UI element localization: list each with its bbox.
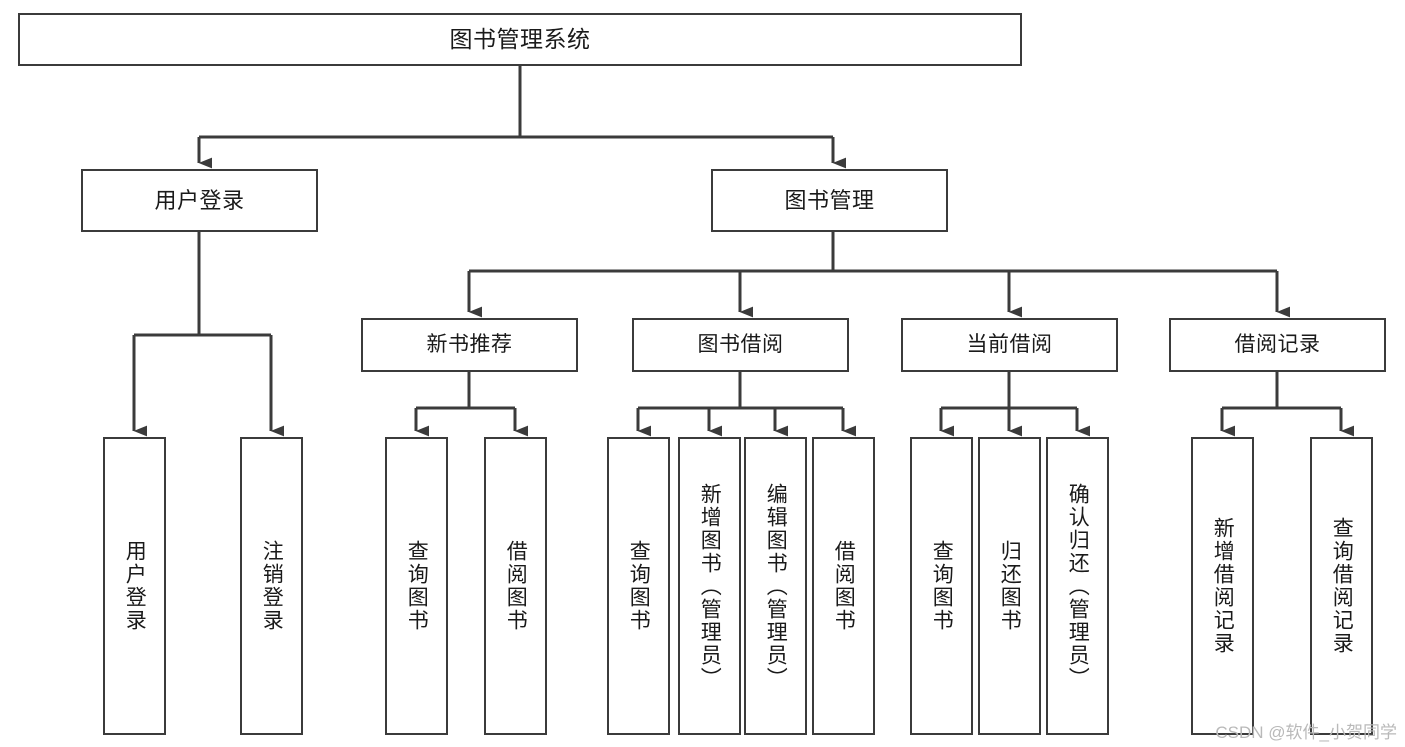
node-label: 用户登录 — [123, 540, 147, 632]
leaf-borrow-add-book-admin[interactable]: 新增图书（管理员） — [678, 437, 741, 735]
leaf-borrow-borrow-book[interactable]: 借阅图书 — [812, 437, 875, 735]
node-label: 图书管理 — [784, 187, 875, 213]
node-label: 查询图书 — [627, 540, 651, 632]
node-book-management[interactable]: 图书管理 — [711, 169, 948, 232]
node-new-book-recommend[interactable]: 新书推荐 — [361, 318, 578, 372]
leaf-current-return-book[interactable]: 归还图书 — [978, 437, 1041, 735]
node-label: 查询图书 — [405, 540, 429, 632]
node-label: 当前借阅 — [966, 332, 1053, 356]
leaf-recommend-query-book[interactable]: 查询图书 — [385, 437, 448, 735]
leaf-recommend-borrow-book[interactable]: 借阅图书 — [484, 437, 547, 735]
node-label: 编辑图书（管理员） — [764, 482, 788, 690]
node-user-login[interactable]: 用户登录 — [81, 169, 318, 232]
node-label: 新书推荐 — [426, 332, 513, 356]
node-label: 借阅图书 — [504, 540, 528, 632]
watermark-text: CSDN @软件_小贺同学 — [1215, 723, 1397, 742]
node-borrow-record[interactable]: 借阅记录 — [1169, 318, 1386, 372]
node-label: 借阅图书 — [832, 540, 856, 632]
node-label: 注销登录 — [260, 540, 284, 632]
node-current-borrow[interactable]: 当前借阅 — [901, 318, 1118, 372]
node-label: 用户登录 — [154, 187, 245, 213]
node-label: 确认归还（管理员） — [1066, 482, 1090, 690]
node-label: 查询借阅记录 — [1330, 517, 1354, 655]
leaf-record-add-record[interactable]: 新增借阅记录 — [1191, 437, 1254, 735]
node-label: 新增借阅记录 — [1211, 517, 1235, 655]
node-label: 图书管理系统 — [449, 25, 591, 52]
leaf-current-confirm-return-admin[interactable]: 确认归还（管理员） — [1046, 437, 1109, 735]
leaf-record-query-record[interactable]: 查询借阅记录 — [1310, 437, 1373, 735]
node-label: 图书借阅 — [697, 332, 784, 356]
node-label: 归还图书 — [998, 540, 1022, 632]
node-label: 查询图书 — [930, 540, 954, 632]
leaf-borrow-query-book[interactable]: 查询图书 — [607, 437, 670, 735]
node-root-system[interactable]: 图书管理系统 — [18, 13, 1022, 66]
node-book-borrow[interactable]: 图书借阅 — [632, 318, 849, 372]
leaf-user-login-login[interactable]: 用户登录 — [103, 437, 166, 735]
node-label: 借阅记录 — [1234, 332, 1321, 356]
leaf-borrow-edit-book-admin[interactable]: 编辑图书（管理员） — [744, 437, 807, 735]
leaf-current-query-book[interactable]: 查询图书 — [910, 437, 973, 735]
leaf-user-login-logout[interactable]: 注销登录 — [240, 437, 303, 735]
node-label: 新增图书（管理员） — [698, 482, 722, 690]
